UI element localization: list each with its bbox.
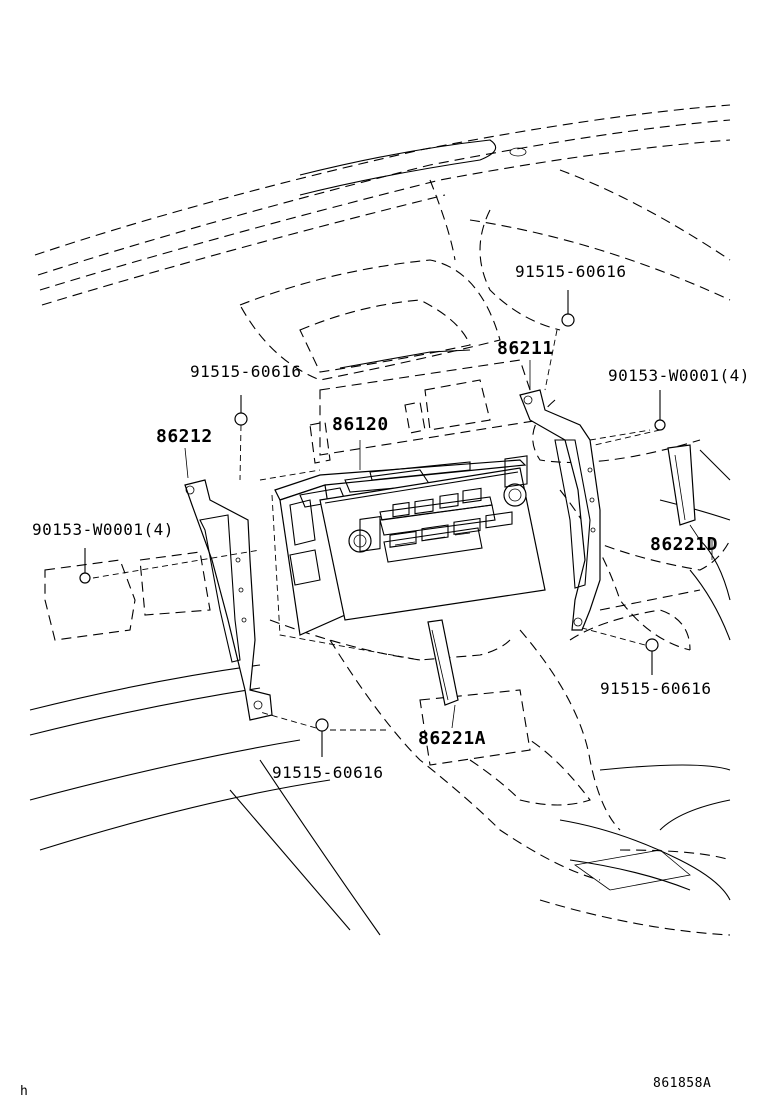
dashboard-outline <box>29 104 731 936</box>
bolt-top-right <box>561 290 575 327</box>
bolt-bottom-right <box>645 638 659 675</box>
bracket-left-86212 <box>184 479 273 721</box>
trim-86221a <box>427 619 459 706</box>
bracket-right-86211 <box>519 389 601 631</box>
fasteners <box>79 290 666 757</box>
callout-trim-right: 86221D <box>650 534 719 555</box>
bolt-bottom-left <box>315 718 329 757</box>
screw-right <box>654 390 666 431</box>
bolt-top-left <box>234 395 248 426</box>
callout-screw-right: 90153-W0001(4) <box>608 366 750 385</box>
callout-radio-unit: 86120 <box>332 414 389 435</box>
callout-bolt-top-left: 91515-60616 <box>190 362 302 381</box>
callout-screw-left: 90153-W0001(4) <box>32 520 174 539</box>
radio-unit-86120 <box>274 455 546 636</box>
screw-left <box>79 548 91 584</box>
corner-mark: h <box>20 1084 29 1099</box>
callout-bolt-bottom-left: 91515-60616 <box>272 763 384 782</box>
callout-bracket-left: 86212 <box>156 426 213 447</box>
leader-lines <box>92 329 713 731</box>
callout-bolt-bottom-right: 91515-60616 <box>600 679 712 698</box>
callout-bracket-right: 86211 <box>497 338 554 359</box>
figure-number: 861858A <box>653 1076 712 1091</box>
trim-86221d <box>667 444 696 526</box>
callout-trim-center: 86221A <box>418 728 487 749</box>
callout-bolt-top-right: 91515-60616 <box>515 262 627 281</box>
